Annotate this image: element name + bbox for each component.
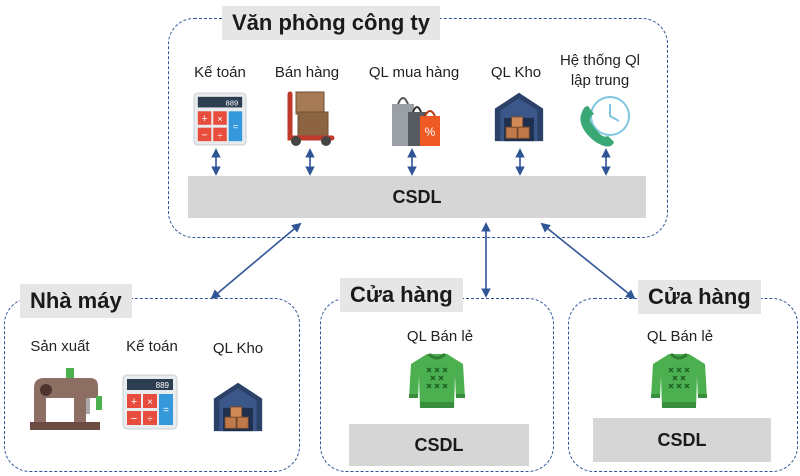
shopping-bags-icon: % bbox=[392, 97, 440, 146]
module-label-sales: Bán hàng bbox=[274, 64, 340, 81]
store2-title: Cửa hàng bbox=[638, 280, 761, 314]
phone-clock-icon bbox=[580, 96, 630, 147]
store2-database-bar: CSDL bbox=[593, 418, 771, 462]
factory-group bbox=[4, 298, 300, 472]
module-label-warehouse: QL Kho bbox=[490, 64, 542, 81]
store2-label-retail: QL Bán lẻ bbox=[646, 328, 714, 345]
office-title: Văn phòng công ty bbox=[222, 6, 440, 40]
hand-truck-icon bbox=[287, 91, 335, 146]
factory-label-warehouse: QL Kho bbox=[212, 340, 264, 357]
arrow-office-factory bbox=[210, 222, 302, 300]
store1-database-bar: CSDL bbox=[349, 424, 529, 466]
factory-label-accounting: Kế toán bbox=[126, 338, 178, 355]
store1-title: Cửa hàng bbox=[340, 278, 463, 312]
sewing-machine-icon bbox=[30, 368, 102, 430]
factory-title: Nhà máy bbox=[20, 284, 132, 318]
module-label-central-system-line1: Hệ thống Ql bbox=[559, 52, 641, 69]
svg-text:%: % bbox=[425, 125, 436, 139]
store1-label-retail: QL Bán lẻ bbox=[406, 328, 474, 345]
arrow-office-store2 bbox=[540, 222, 636, 300]
module-label-accounting: Kế toán bbox=[194, 64, 246, 81]
office-database-bar: CSDL bbox=[188, 176, 646, 218]
factory-label-production: Sản xuất bbox=[30, 338, 90, 355]
module-label-purchasing: QL mua hàng bbox=[368, 64, 460, 81]
module-label-central-system-line2: lập trung bbox=[570, 72, 630, 89]
